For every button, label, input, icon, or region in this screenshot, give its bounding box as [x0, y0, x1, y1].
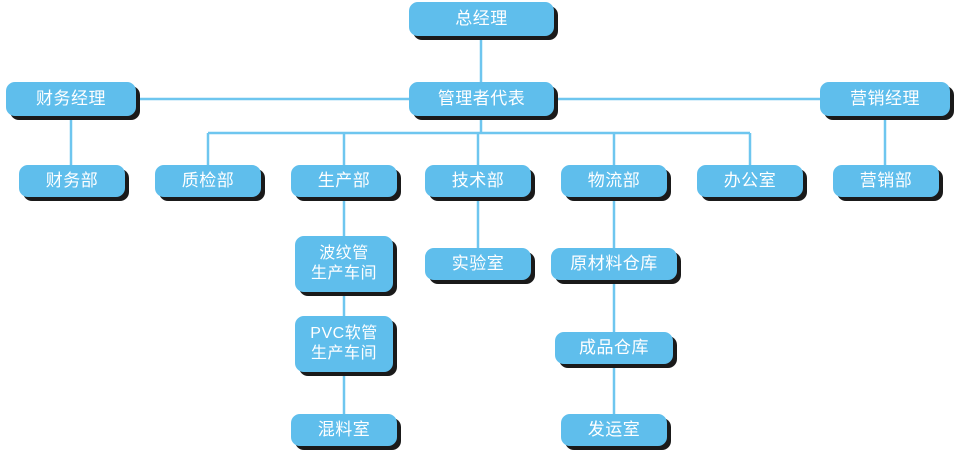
- node-label-logistics-department: 物流部: [587, 171, 641, 191]
- node-production-department[interactable]: 生产部: [291, 165, 397, 197]
- node-finished-goods-warehouse[interactable]: 成品仓库: [555, 332, 673, 364]
- node-label-production-department: 生产部: [317, 171, 371, 191]
- node-label-laboratory: 实验室: [451, 254, 505, 274]
- node-general-manager[interactable]: 总经理: [409, 2, 554, 36]
- node-label-quality-inspection-department: 质检部: [181, 171, 235, 191]
- node-technology-department[interactable]: 技术部: [425, 165, 531, 197]
- node-finance-manager[interactable]: 财务经理: [6, 82, 136, 116]
- node-logistics-department[interactable]: 物流部: [561, 165, 667, 197]
- node-label-pvc-hose-workshop: PVC软管 生产车间: [310, 325, 378, 362]
- node-raw-material-warehouse[interactable]: 原材料仓库: [551, 248, 677, 280]
- node-mixing-room[interactable]: 混料室: [291, 414, 397, 446]
- node-label-office: 办公室: [723, 171, 777, 191]
- node-shipping-room[interactable]: 发运室: [561, 414, 667, 446]
- node-pvc-hose-workshop[interactable]: PVC软管 生产车间: [295, 316, 393, 372]
- node-laboratory[interactable]: 实验室: [425, 248, 531, 280]
- node-quality-inspection-department[interactable]: 质检部: [155, 165, 261, 197]
- node-label-finished-goods-warehouse: 成品仓库: [579, 338, 649, 358]
- node-label-finance-department: 财务部: [45, 171, 99, 191]
- node-corrugated-pipe-workshop[interactable]: 波纹管 生产车间: [295, 236, 393, 292]
- node-label-raw-material-warehouse: 原材料仓库: [570, 254, 658, 274]
- node-label-technology-department: 技术部: [451, 171, 505, 191]
- node-label-shipping-room: 发运室: [587, 420, 641, 440]
- node-label-general-manager: 总经理: [455, 9, 508, 29]
- node-marketing-department[interactable]: 营销部: [833, 165, 939, 197]
- node-label-marketing-manager: 营销经理: [850, 89, 920, 109]
- node-label-mixing-room: 混料室: [317, 420, 371, 440]
- node-label-marketing-department: 营销部: [859, 171, 913, 191]
- node-finance-department[interactable]: 财务部: [19, 165, 125, 197]
- node-label-finance-manager: 财务经理: [36, 89, 106, 109]
- node-office[interactable]: 办公室: [697, 165, 803, 197]
- node-label-corrugated-pipe-workshop: 波纹管 生产车间: [310, 245, 377, 282]
- node-management-representative[interactable]: 管理者代表: [409, 82, 554, 116]
- node-marketing-manager[interactable]: 营销经理: [820, 82, 950, 116]
- node-label-management-representative: 管理者代表: [437, 89, 526, 109]
